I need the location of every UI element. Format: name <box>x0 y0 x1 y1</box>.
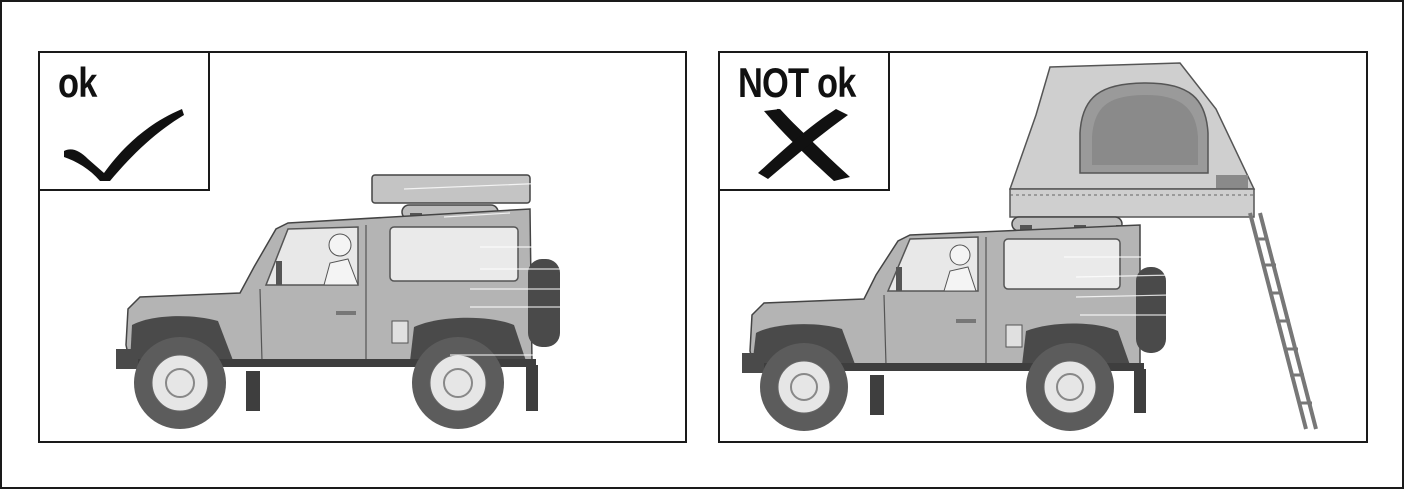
ok-label-box: ok <box>38 51 210 191</box>
cross-mark-icon <box>738 107 868 183</box>
not-ok-label: NOT ok <box>738 59 856 107</box>
panel-not-ok: NOT ok <box>718 51 1368 443</box>
ok-label: ok <box>58 59 97 107</box>
not-ok-label-box: NOT ok <box>718 51 890 191</box>
check-mark-icon <box>58 107 188 183</box>
panel-ok: ok <box>38 51 687 443</box>
